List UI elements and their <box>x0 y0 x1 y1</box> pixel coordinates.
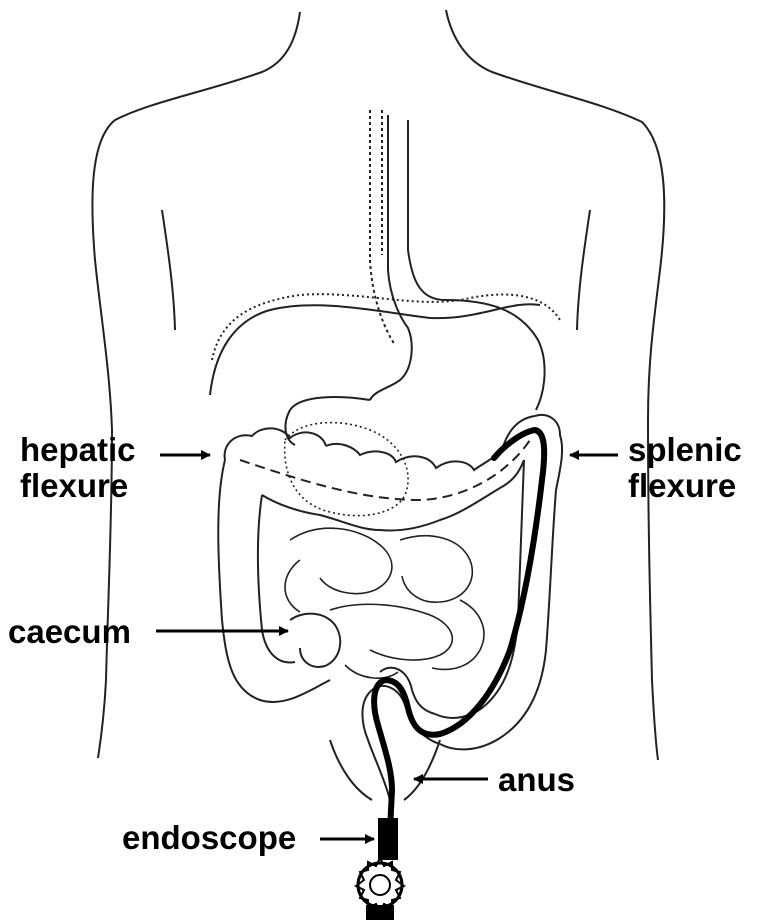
transverse-colon-top <box>326 416 535 470</box>
left-arm-line <box>162 210 175 330</box>
caecum-outline <box>290 614 340 667</box>
diaphragm-dotted <box>212 294 560 360</box>
groin-right <box>404 740 440 800</box>
anus-label: anus <box>498 762 575 798</box>
groin-left <box>330 740 372 800</box>
small-intestine-loop-2 <box>400 536 472 602</box>
small-intestine-loop-3 <box>330 604 452 660</box>
colon <box>218 415 562 800</box>
caecum-label: caecum <box>8 614 131 650</box>
small-intestine-loop-1 <box>290 528 392 593</box>
splenic-flexure-label-line-1: splenic <box>628 432 742 468</box>
stomach-dotted-outline <box>285 423 408 516</box>
pylorus <box>285 397 370 445</box>
neck-right <box>446 10 664 760</box>
stomach-body <box>408 120 545 410</box>
transverse-colon-bottom <box>262 460 524 531</box>
control-wheel-outer <box>358 863 402 907</box>
esophagus-solid <box>370 115 412 400</box>
descending-colon-outer <box>440 490 556 749</box>
endoscope-label: endoscope <box>122 820 296 856</box>
diaphragm <box>210 304 540 395</box>
hepatic-flexure-label-line-2: flexure <box>20 468 136 504</box>
endoscope-body <box>378 818 398 860</box>
ascending-colon-inner <box>258 495 295 663</box>
right-arm-line <box>577 210 590 330</box>
endoscope-control-wheel <box>356 858 404 920</box>
splenic-flexure-label: splenic flexure <box>628 432 742 504</box>
endoscope <box>356 430 544 920</box>
small-intestine-loop-5 <box>432 600 484 669</box>
hepatic-flexure-label: hepatic flexure <box>20 432 136 504</box>
hepatic-flexure <box>225 428 326 460</box>
stomach <box>210 110 560 445</box>
transverse-colon-dash <box>240 440 530 500</box>
descending-colon-inner <box>435 460 524 718</box>
splenic-flexure <box>535 415 562 490</box>
endoscope-handle-base <box>366 905 394 920</box>
splenic-flexure-label-line-2: flexure <box>628 468 742 504</box>
small-intestine-loop-4 <box>285 560 300 612</box>
hepatic-flexure-label-line-1: hepatic <box>20 432 136 468</box>
